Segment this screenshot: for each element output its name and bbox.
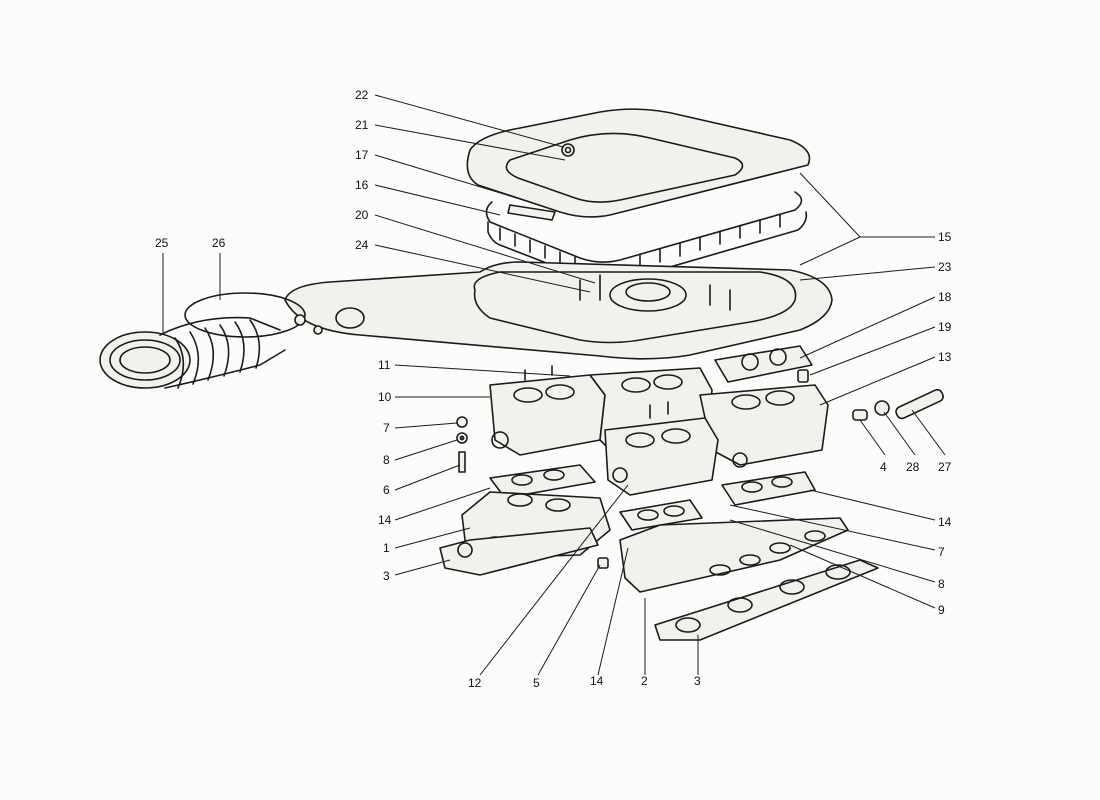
callout-14: 14 xyxy=(938,515,952,529)
callout-20: 20 xyxy=(355,208,369,222)
callout-23: 23 xyxy=(938,260,952,274)
callout-3: 3 xyxy=(694,674,701,688)
callout-15: 15 xyxy=(938,230,952,244)
callout-11: 11 xyxy=(378,358,391,372)
callout-4: 4 xyxy=(880,460,887,474)
callout-8: 8 xyxy=(383,453,390,467)
carburetor-icon xyxy=(489,365,829,496)
callout-18: 18 xyxy=(938,290,952,304)
callout-21: 21 xyxy=(355,118,369,132)
callout-19: 19 xyxy=(938,320,952,334)
callout-26: 26 xyxy=(212,236,226,250)
callout-27: 27 xyxy=(938,460,952,474)
callout-5: 5 xyxy=(533,676,540,690)
gasket-icon xyxy=(439,527,879,641)
air-box-icon xyxy=(284,261,833,360)
intake-hose-icon xyxy=(99,292,323,389)
callout-28: 28 xyxy=(906,460,920,474)
callout-14: 14 xyxy=(378,513,392,527)
callout-6: 6 xyxy=(383,483,390,497)
callout-8: 8 xyxy=(938,577,945,591)
fitting-icons xyxy=(456,369,944,569)
callout-7: 7 xyxy=(383,421,390,435)
callout-12: 12 xyxy=(468,676,482,690)
callout-3: 3 xyxy=(383,569,390,583)
callout-9: 9 xyxy=(938,603,945,617)
leader-lines xyxy=(162,94,946,676)
filter-element-icon xyxy=(485,191,808,283)
callout-16: 16 xyxy=(355,178,369,192)
callout-1: 1 xyxy=(383,541,390,555)
callout-2: 2 xyxy=(641,674,648,688)
callout-24: 24 xyxy=(355,238,369,252)
gasket-icon xyxy=(489,345,816,531)
air-filter-cover-icon xyxy=(466,108,811,218)
callout-labels: 22 21 17 16 20 24 25 26 15 23 18 19 13 1… xyxy=(155,88,952,690)
callout-7: 7 xyxy=(938,545,945,559)
callout-25: 25 xyxy=(155,236,169,250)
callout-10: 10 xyxy=(378,390,392,404)
callout-22: 22 xyxy=(355,88,369,102)
callout-13: 13 xyxy=(938,350,952,364)
callout-14: 14 xyxy=(590,674,604,688)
callout-17: 17 xyxy=(355,148,369,162)
